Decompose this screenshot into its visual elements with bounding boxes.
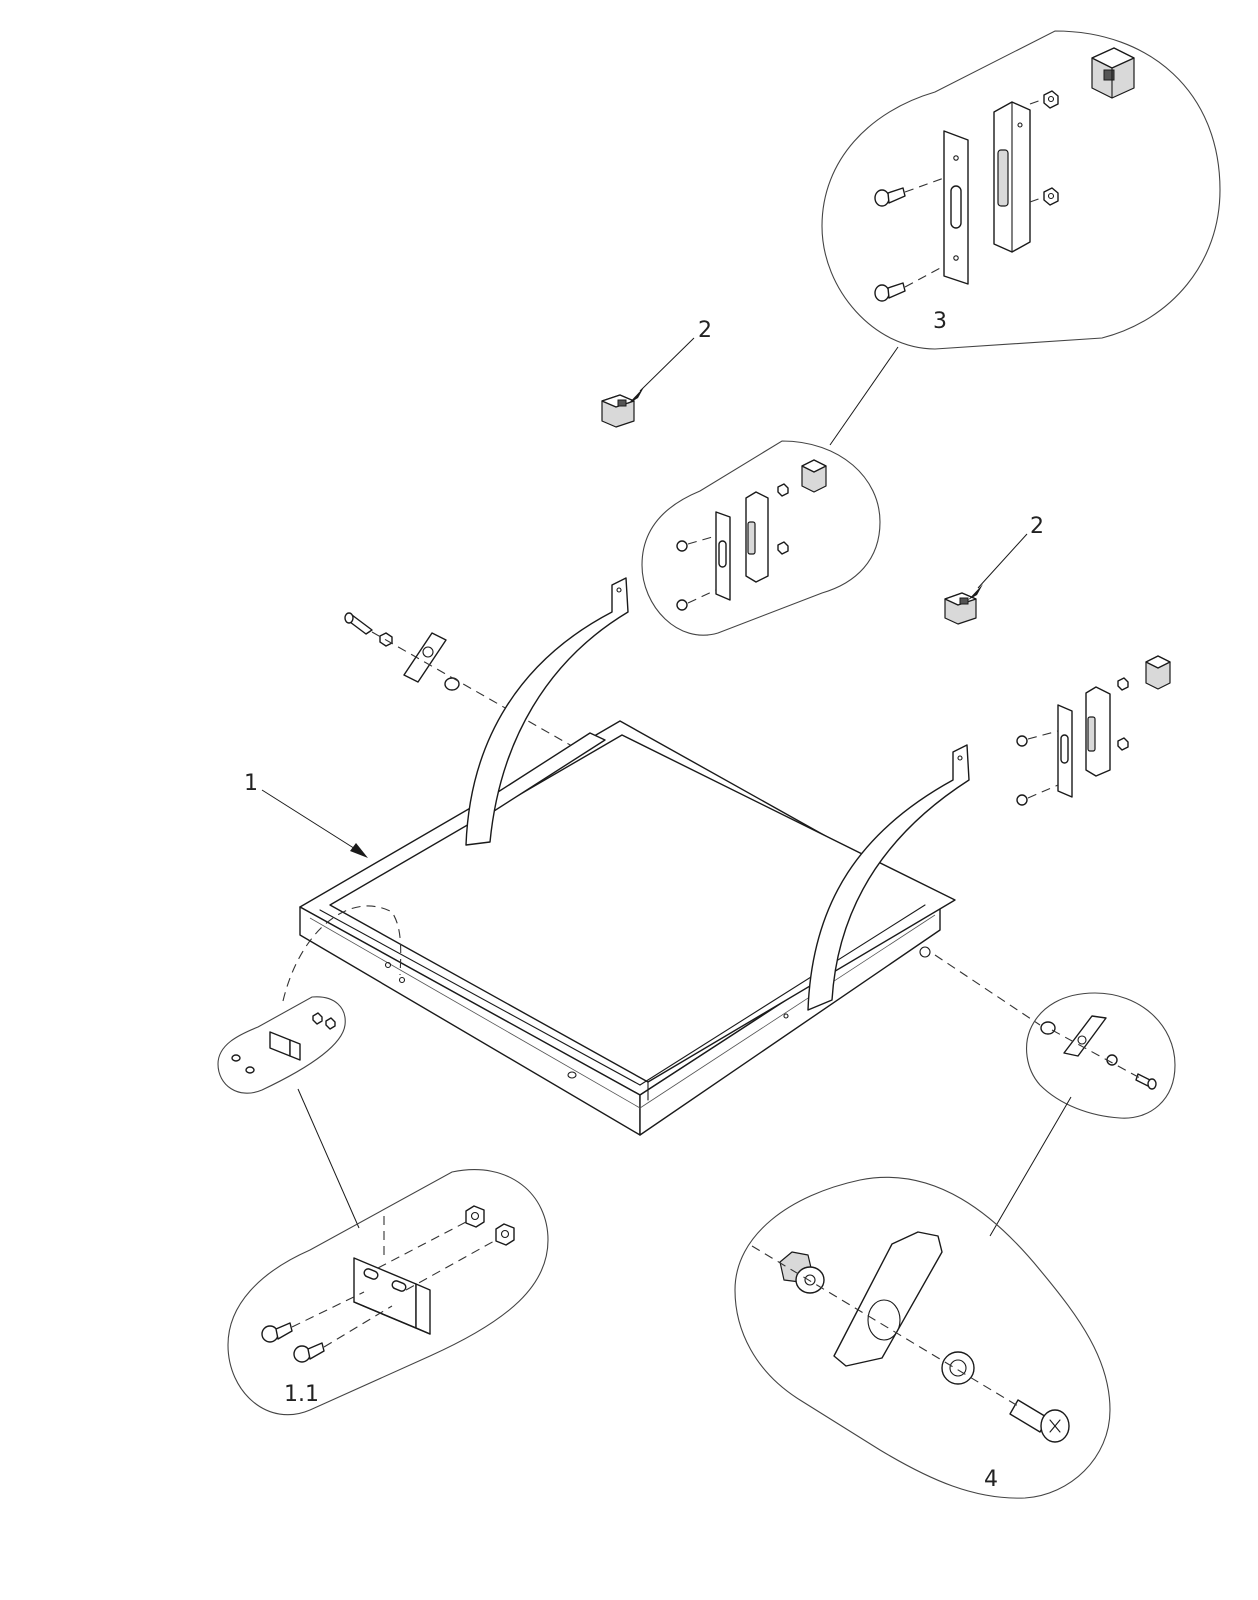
screw-icon (874, 177, 945, 207)
nut-icon (1029, 90, 1059, 109)
detail-bubble-4: 4 (734, 1176, 1111, 1499)
screw-icon (874, 265, 945, 302)
detail-bubble-1-1: 1.1 (227, 1169, 549, 1416)
latch-assembly-right (1016, 655, 1171, 806)
screw-icon (1009, 1399, 1070, 1443)
angle-bracket-large (353, 1216, 431, 1335)
latch-assembly-upper (641, 440, 881, 636)
screw-icon (293, 1305, 393, 1363)
clip-cap-icon (1091, 47, 1135, 99)
callout-label-1-1: 1.1 (284, 1382, 319, 1407)
callout-label-1: 1 (244, 771, 258, 796)
washer-icon (941, 1351, 975, 1385)
latch-body-large (993, 101, 1031, 253)
nut-icon (377, 1205, 485, 1269)
detail-leader-line (989, 1096, 1072, 1237)
nut-icon (1029, 187, 1059, 206)
callout-label-2-upper: 2 (698, 318, 712, 343)
detail-leader-line (297, 1088, 360, 1229)
bracket-assembly-small (217, 996, 346, 1094)
detail-bubble-3: 3 (821, 30, 1221, 350)
pivot-plate-large (833, 1231, 943, 1367)
main-tray-frame (282, 577, 1041, 1136)
detail-leader-line (829, 346, 899, 446)
screw-icon (261, 1291, 365, 1343)
end-cap-right: 2 (944, 514, 1044, 625)
pivot-assembly-small (1026, 992, 1176, 1119)
nut-icon (405, 1223, 515, 1291)
callout-1: 1 (244, 771, 368, 858)
pivot-hardware-left (344, 612, 601, 763)
latch-plate-large (943, 130, 969, 285)
callout-label-2-right: 2 (1030, 514, 1044, 539)
flange-bushing-icon (779, 1251, 825, 1294)
end-cap-upper: 2 (601, 318, 712, 428)
callout-label-4: 4 (984, 1467, 998, 1492)
callout-label-3: 3 (933, 309, 947, 334)
